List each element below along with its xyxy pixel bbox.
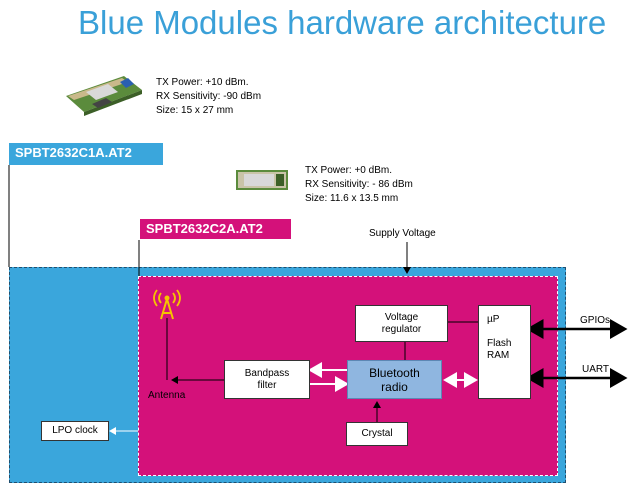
module-photo-2	[232, 164, 294, 196]
gpios-label: GPIOs	[580, 315, 611, 326]
up-flash-ram-block: µP Flash RAM	[478, 305, 531, 399]
lpo-clock-label: LPO clock	[52, 425, 98, 436]
supply-voltage-label: Supply Voltage	[369, 228, 436, 239]
bandpass-filter-block: Bandpass filter	[224, 360, 310, 399]
antenna-icon	[150, 289, 184, 321]
antenna-label: Antenna	[148, 390, 186, 401]
up-flash-ram-label: µP Flash RAM	[487, 314, 512, 361]
voltage-regulator-block: Voltage regulator	[355, 305, 448, 342]
bluetooth-radio-block: Bluetooth radio	[347, 360, 442, 399]
module1-tag: SPBT2632C1A.AT2	[9, 143, 163, 165]
voltage-regulator-label: Voltage regulator	[381, 311, 422, 335]
module2-specs: TX Power: +0 dBm. RX Sensitivity: - 86 d…	[305, 165, 413, 204]
lpo-clock-block: LPO clock	[41, 421, 109, 441]
crystal-label: Crystal	[361, 428, 393, 439]
module1-specs: TX Power: +10 dBm. RX Sensitivity: -90 d…	[156, 77, 262, 116]
module-photo-1	[62, 70, 144, 118]
module2-tag: SPBT2632C2A.AT2	[139, 218, 292, 240]
bluetooth-radio-label: Bluetooth radio	[369, 365, 420, 394]
uart-label: UART	[582, 364, 610, 375]
page-title: Blue Modules hardware architecture	[78, 4, 607, 41]
crystal-block: Crystal	[346, 422, 408, 446]
bandpass-filter-label: Bandpass filter	[244, 367, 290, 391]
